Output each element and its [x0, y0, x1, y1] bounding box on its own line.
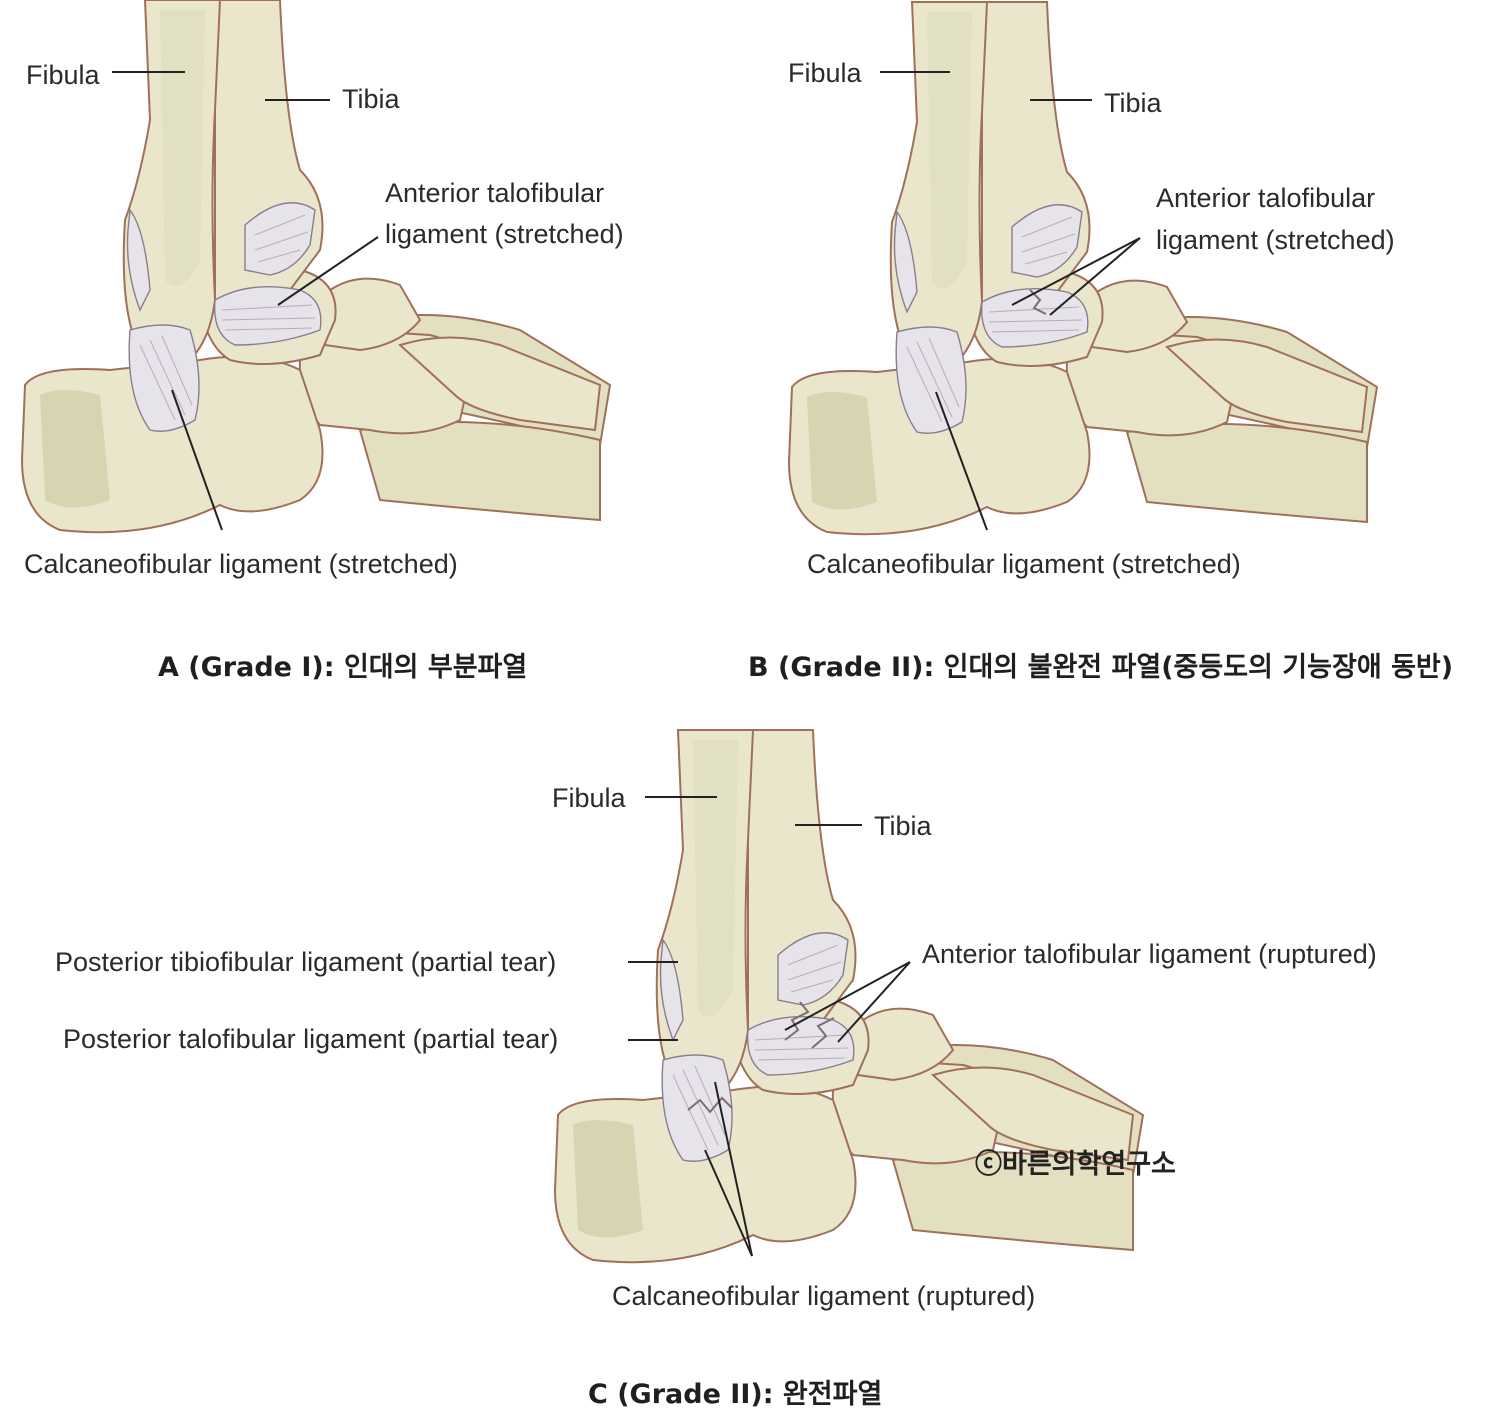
panel-b: Fibula Tibia Anterior talofibular ligame…	[748, 1, 1453, 683]
watermark: ⓒ바른의학연구소	[975, 1148, 1176, 1180]
atfl-leader	[277, 236, 379, 306]
caption-b: B (Grade II): 인대의 불완전 파열(중등도의 기능장애 동반)	[748, 652, 1453, 683]
label-atfl: Anterior talofibular ligament (ruptured)	[922, 939, 1377, 969]
label-tibia: Tibia	[874, 811, 933, 841]
label-cfl: Calcaneofibular ligament (ruptured)	[612, 1281, 1035, 1311]
leader-lines-b	[880, 71, 1141, 531]
cfl-leader	[171, 389, 223, 531]
label-fibula: Fibula	[552, 783, 627, 813]
atfl-leader-1	[1011, 237, 1141, 306]
label-cfl: Calcaneofibular ligament (stretched)	[24, 549, 458, 579]
label-fibula: Fibula	[788, 58, 863, 88]
ankle-illustration-a	[21, 0, 611, 534]
cfl-leader-1	[704, 1149, 753, 1257]
cfl-leader	[935, 391, 988, 531]
label-atfl-line2: ligament (stretched)	[1156, 225, 1395, 255]
caption-a: A (Grade I): 인대의 부분파열	[158, 652, 527, 683]
atfl-leader-2	[837, 961, 911, 1043]
panel-a: Fibula Tibia Anterior talofibular ligame…	[21, 0, 624, 683]
panel-c: Fibula Tibia Posterior tibiofibular liga…	[55, 729, 1377, 1410]
atfl-tear-mark	[1029, 289, 1047, 315]
atfl-leader-1	[784, 961, 911, 1031]
label-fibula: Fibula	[26, 60, 101, 90]
label-atfl-line2: ligament (stretched)	[385, 219, 624, 249]
label-atfl-line1: Anterior talofibular	[1156, 183, 1375, 213]
caption-c: C (Grade II): 완전파열	[588, 1379, 882, 1410]
leader-lines-c	[628, 796, 911, 1257]
atfl-rupture-mark	[784, 1001, 835, 1049]
label-tibia: Tibia	[342, 84, 401, 114]
label-tibia: Tibia	[1104, 88, 1163, 118]
atfl-leader-2	[1049, 237, 1141, 316]
label-posterior-talofibular: Posterior talofibular ligament (partial …	[63, 1024, 558, 1054]
leader-lines-a	[112, 71, 379, 531]
label-posterior-tibiofibular: Posterior tibiofibular ligament (partial…	[55, 947, 556, 977]
cfl-leader-2	[714, 1081, 753, 1257]
cfl-rupture-mark	[687, 1096, 733, 1114]
label-cfl: Calcaneofibular ligament (stretched)	[807, 549, 1241, 579]
label-atfl-line1: Anterior talofibular	[385, 178, 604, 208]
